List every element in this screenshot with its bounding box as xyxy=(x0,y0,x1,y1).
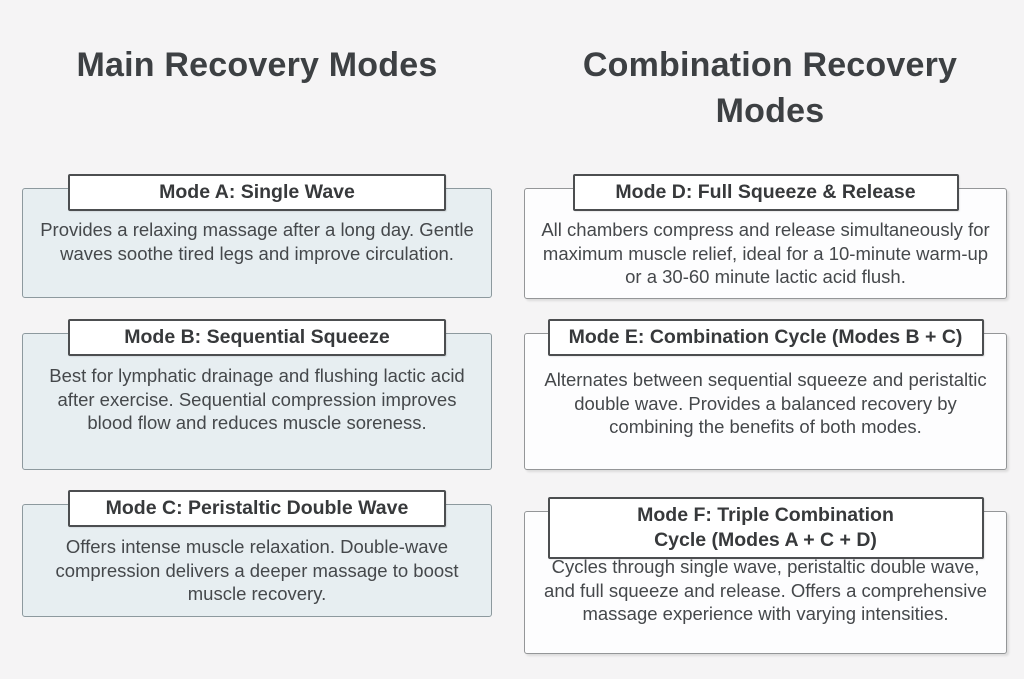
card-mode-a-description: Provides a relaxing massage after a long… xyxy=(40,219,474,264)
combination-recovery-modes-heading: Combination Recovery Modes xyxy=(582,46,958,130)
card-title-text: Mode A: Single Wave xyxy=(159,181,355,203)
main-recovery-modes-heading: Main Recovery Modes xyxy=(76,46,438,84)
card-title-text: Mode D: Full Squeeze & Release xyxy=(615,181,916,203)
card-mode-a-title: Mode A: Single Wave xyxy=(68,174,446,211)
card-title-text: Mode C: Peristaltic Double Wave xyxy=(105,497,409,519)
card-mode-e-title: Mode E: Combination Cycle (Modes B + C) xyxy=(547,319,984,356)
card-mode-b-description: Best for lymphatic drainage and flushing… xyxy=(49,365,465,433)
card-mode-a: Mode A: Single Wave Provides a relaxing … xyxy=(22,174,492,298)
card-title-text: Mode E: Combination Cycle (Modes B + C) xyxy=(568,326,963,348)
card-mode-c-title: Mode C: Peristaltic Double Wave xyxy=(68,490,446,527)
card-mode-e: Mode E: Combination Cycle (Modes B + C) … xyxy=(524,319,1007,470)
card-mode-e-description: Alternates between sequential squeeze an… xyxy=(544,369,987,437)
card-mode-c: Mode C: Peristaltic Double Wave Offers i… xyxy=(22,490,492,617)
card-mode-b-title: Mode B: Sequential Squeeze xyxy=(68,319,446,356)
card-mode-f-title: Mode F: Triple Combination Cycle (Modes … xyxy=(547,497,984,559)
card-mode-c-description: Offers intense muscle relaxation. Double… xyxy=(55,536,459,604)
card-title-text: Mode B: Sequential Squeeze xyxy=(124,326,390,348)
card-title-text-line1: Mode F: Triple Combination xyxy=(637,504,894,526)
card-title-text-line2: Cycle (Modes A + C + D) xyxy=(654,529,877,551)
card-mode-d-title: Mode D: Full Squeeze & Release xyxy=(572,174,959,211)
card-mode-f: Mode F: Triple Combination Cycle (Modes … xyxy=(524,497,1007,654)
card-mode-d: Mode D: Full Squeeze & Release All chamb… xyxy=(524,174,1007,299)
card-mode-f-description: Cycles through single wave, peristaltic … xyxy=(544,556,987,624)
card-mode-b: Mode B: Sequential Squeeze Best for lymp… xyxy=(22,319,492,470)
card-mode-d-description: All chambers compress and release simult… xyxy=(541,219,990,287)
